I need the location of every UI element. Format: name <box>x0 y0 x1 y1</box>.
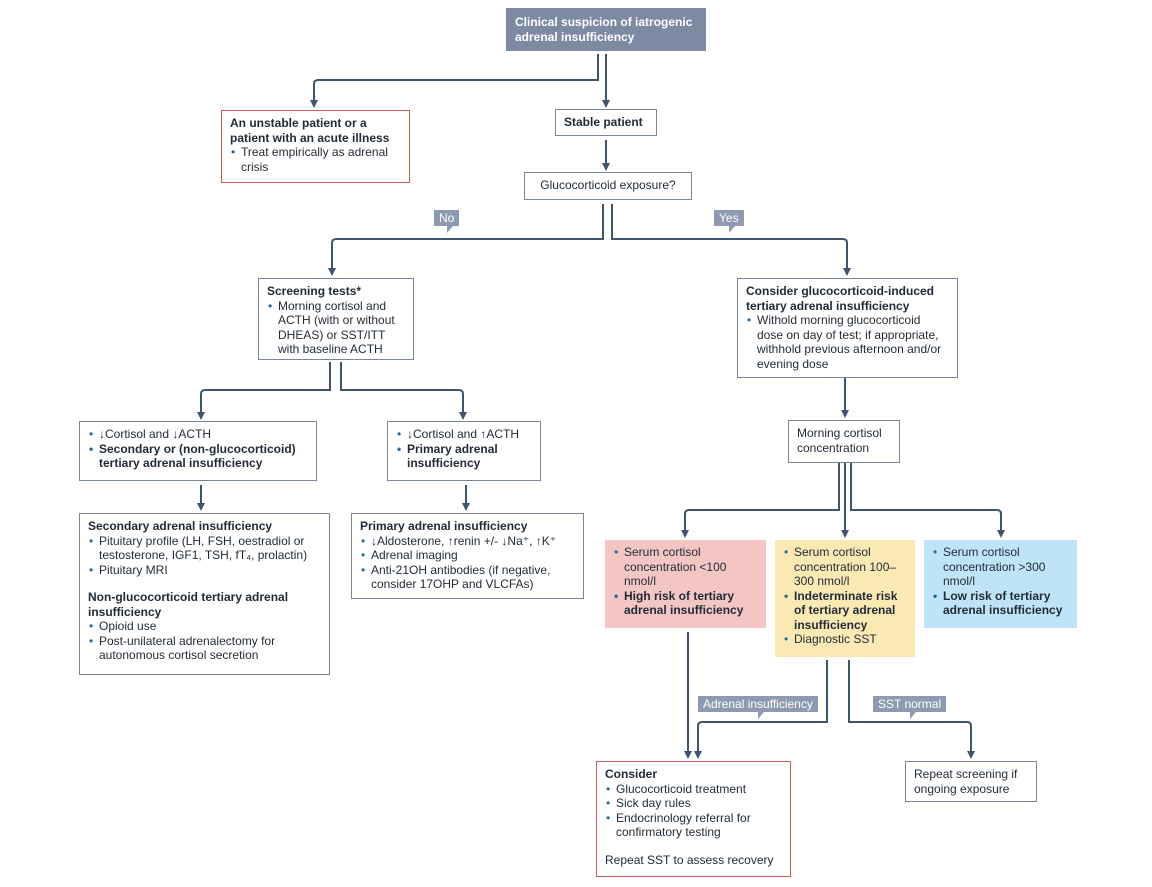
screening-tests-node: Screening tests* Morning cortisol and AC… <box>258 278 414 360</box>
screening-title: Screening tests* <box>267 284 362 298</box>
low-cortisol-low-acth-node: ↓Cortisol and ↓ACTH Secondary or (non-gl… <box>79 421 317 481</box>
primary-item-1: ↓Aldosterone, ↑renin +/- ↓Na⁺, ↑K⁺ <box>360 534 575 549</box>
repeat-screening-node: Repeat screening if ongoing exposure <box>905 761 1037 802</box>
adrenal-insufficiency-tag-text: Adrenal insufficiency <box>703 697 813 711</box>
low-risk-node: Serum cortisol concentration >300 nmol/l… <box>924 540 1077 628</box>
gc-induced-title: Consider glucocorticoid-induced tertiary… <box>746 284 935 313</box>
arrow-screening-to-lowhigh <box>340 362 467 420</box>
secondary-item-1: Pituitary profile (LH, FSH, oestradiol o… <box>88 534 321 563</box>
low-risk-item-2: Low risk of tertiary adrenal insufficien… <box>932 589 1069 618</box>
gc-induced-node: Consider glucocorticoid-induced tertiary… <box>737 278 958 378</box>
unstable-patient-node: An unstable patient or a patient with an… <box>221 110 410 183</box>
morning-cortisol-node: Morning cortisol concentration <box>788 420 900 463</box>
consider-title: Consider <box>605 767 658 781</box>
gc-exposure-node: Glucocorticoid exposure? <box>524 172 692 200</box>
arrow-indeterminate-to-consider <box>694 660 828 759</box>
arrow-start-to-unstable <box>310 54 599 108</box>
yes-tag-text: Yes <box>719 211 739 225</box>
no-tag: No <box>434 210 460 233</box>
primary-item-3: Anti-21OH antibodies (if negative, consi… <box>360 563 575 592</box>
consider-footer: Repeat SST to assess recovery <box>605 852 774 867</box>
low-low-item-1: ↓Cortisol and ↓ACTH <box>88 427 308 442</box>
morning-cortisol-text: Morning cortisol concentration <box>797 426 882 455</box>
consider-item-3: Endocrinology referral for confirmatory … <box>605 811 782 840</box>
indeterminate-item-2: Indeterminate risk of tertiary adrenal i… <box>783 589 907 633</box>
arrow-indeterminate-to-repeat <box>848 660 975 759</box>
indeterminate-item-3: Diagnostic SST <box>783 632 907 647</box>
low-cortisol-high-acth-node: ↓Cortisol and ↑ACTH Primary adrenal insu… <box>387 421 541 481</box>
arrow-morning-to-high <box>681 463 840 538</box>
high-risk-item-1: Serum cortisol concentration <100 nmol/l <box>613 545 758 589</box>
low-low-item-2: Secondary or (non-glucocorticoid) tertia… <box>88 442 308 471</box>
arrow-screening-to-lowlow <box>197 362 331 420</box>
gc-induced-item: Withold morning glucocorticoid dose on d… <box>746 313 949 371</box>
high-risk-item-2: High risk of tertiary adrenal insufficie… <box>613 589 758 618</box>
indeterminate-risk-node: Serum cortisol concentration 100–300 nmo… <box>775 540 915 657</box>
arrow-gc-to-induced <box>611 204 851 276</box>
primary-detail-node: Primary adrenal insufficiency ↓Aldostero… <box>351 513 584 599</box>
indeterminate-item-1: Serum cortisol concentration 100–300 nmo… <box>783 545 907 589</box>
adrenal-insufficiency-tag: Adrenal insufficiency <box>698 696 818 719</box>
secondary-detail-node: Secondary adrenal insufficiency Pituitar… <box>79 513 330 675</box>
consider-node: Consider Glucocorticoid treatment Sick d… <box>596 761 791 877</box>
high-risk-node: Serum cortisol concentration <100 nmol/l… <box>605 540 766 628</box>
gc-exposure-text: Glucocorticoid exposure? <box>540 178 676 192</box>
non-gc-tertiary-title: Non-glucocorticoid tertiary adrenal insu… <box>88 590 289 619</box>
arrow-morning-to-low <box>850 463 1005 538</box>
secondary-item-2: Pituitary MRI <box>88 563 321 578</box>
primary-item-2: Adrenal imaging <box>360 548 575 563</box>
unstable-item: Treat empirically as adrenal crisis <box>230 145 401 174</box>
unstable-title: An unstable patient or a patient with an… <box>230 116 390 145</box>
non-gc-item-2: Post-unilateral adrenalectomy for autono… <box>88 634 321 663</box>
start-node: Clinical suspicion of iatrogenic adrenal… <box>506 8 706 51</box>
sst-normal-tag-text: SST normal <box>878 697 942 711</box>
stable-patient-node: Stable patient <box>555 109 657 136</box>
low-high-item-1: ↓Cortisol and ↑ACTH <box>396 427 532 442</box>
low-high-item-2: Primary adrenal insufficiency <box>396 442 532 471</box>
no-tag-text: No <box>439 211 455 225</box>
arrow-gc-to-screening <box>328 204 604 276</box>
stable-patient-text: Stable patient <box>564 115 643 129</box>
low-risk-item-1: Serum cortisol concentration >300 nmol/l <box>932 545 1069 589</box>
repeat-screening-text: Repeat screening if ongoing exposure <box>914 767 1018 796</box>
screening-item: Morning cortisol and ACTH (with or witho… <box>267 299 405 357</box>
consider-item-1: Glucocorticoid treatment <box>605 782 782 797</box>
yes-tag: Yes <box>714 210 744 233</box>
secondary-detail-title: Secondary adrenal insufficiency <box>88 519 273 533</box>
non-gc-item-1: Opioid use <box>88 619 321 634</box>
sst-normal-tag: SST normal <box>873 696 947 719</box>
primary-detail-title: Primary adrenal insufficiency <box>360 519 528 533</box>
start-node-text: Clinical suspicion of iatrogenic adrenal… <box>515 15 693 44</box>
consider-item-2: Sick day rules <box>605 796 782 811</box>
